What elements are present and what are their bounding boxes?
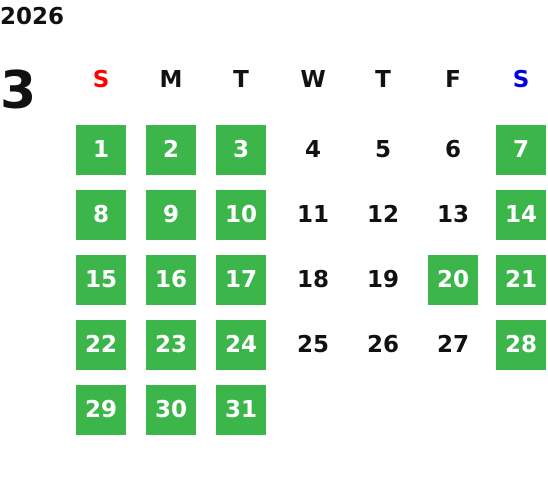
day-cell-16[interactable]: 16: [146, 255, 196, 305]
day-cell-26[interactable]: 26: [366, 332, 399, 358]
day-cell-12[interactable]: 12: [366, 202, 399, 228]
day-cell-25[interactable]: 25: [296, 332, 329, 358]
day-cell-17[interactable]: 17: [216, 255, 266, 305]
day-cell-18[interactable]: 18: [296, 267, 329, 293]
day-cell-20[interactable]: 20: [428, 255, 478, 305]
day-cell-19[interactable]: 19: [366, 267, 399, 293]
day-cell-4[interactable]: 4: [304, 137, 321, 163]
weekday-thu: T: [375, 67, 391, 93]
day-cell-5[interactable]: 5: [374, 137, 391, 163]
weekday-sun: S: [92, 67, 110, 93]
day-cell-21[interactable]: 21: [496, 255, 546, 305]
day-cell-3[interactable]: 3: [216, 125, 266, 175]
day-cell-2[interactable]: 2: [146, 125, 196, 175]
day-cell-27[interactable]: 27: [436, 332, 469, 358]
weekday-sat: S: [512, 67, 530, 93]
day-cell-14[interactable]: 14: [496, 190, 546, 240]
day-cell-29[interactable]: 29: [76, 385, 126, 435]
day-cell-6[interactable]: 6: [444, 137, 461, 163]
day-cell-31[interactable]: 31: [216, 385, 266, 435]
calendar-month: 3: [0, 61, 37, 121]
day-cell-15[interactable]: 15: [76, 255, 126, 305]
day-cell-30[interactable]: 30: [146, 385, 196, 435]
day-cell-10[interactable]: 10: [216, 190, 266, 240]
day-cell-9[interactable]: 9: [146, 190, 196, 240]
day-cell-7[interactable]: 7: [496, 125, 546, 175]
weekday-mon: M: [159, 67, 183, 93]
day-cell-23[interactable]: 23: [146, 320, 196, 370]
day-cell-8[interactable]: 8: [76, 190, 126, 240]
weekday-tue: T: [233, 67, 249, 93]
weekday-wed: W: [300, 67, 326, 93]
day-cell-13[interactable]: 13: [436, 202, 469, 228]
day-cell-22[interactable]: 22: [76, 320, 126, 370]
day-cell-1[interactable]: 1: [76, 125, 126, 175]
day-cell-28[interactable]: 28: [496, 320, 546, 370]
day-cell-24[interactable]: 24: [216, 320, 266, 370]
day-cell-11[interactable]: 11: [296, 202, 329, 228]
weekday-fri: F: [445, 67, 461, 93]
calendar-year: 2026: [0, 4, 65, 30]
